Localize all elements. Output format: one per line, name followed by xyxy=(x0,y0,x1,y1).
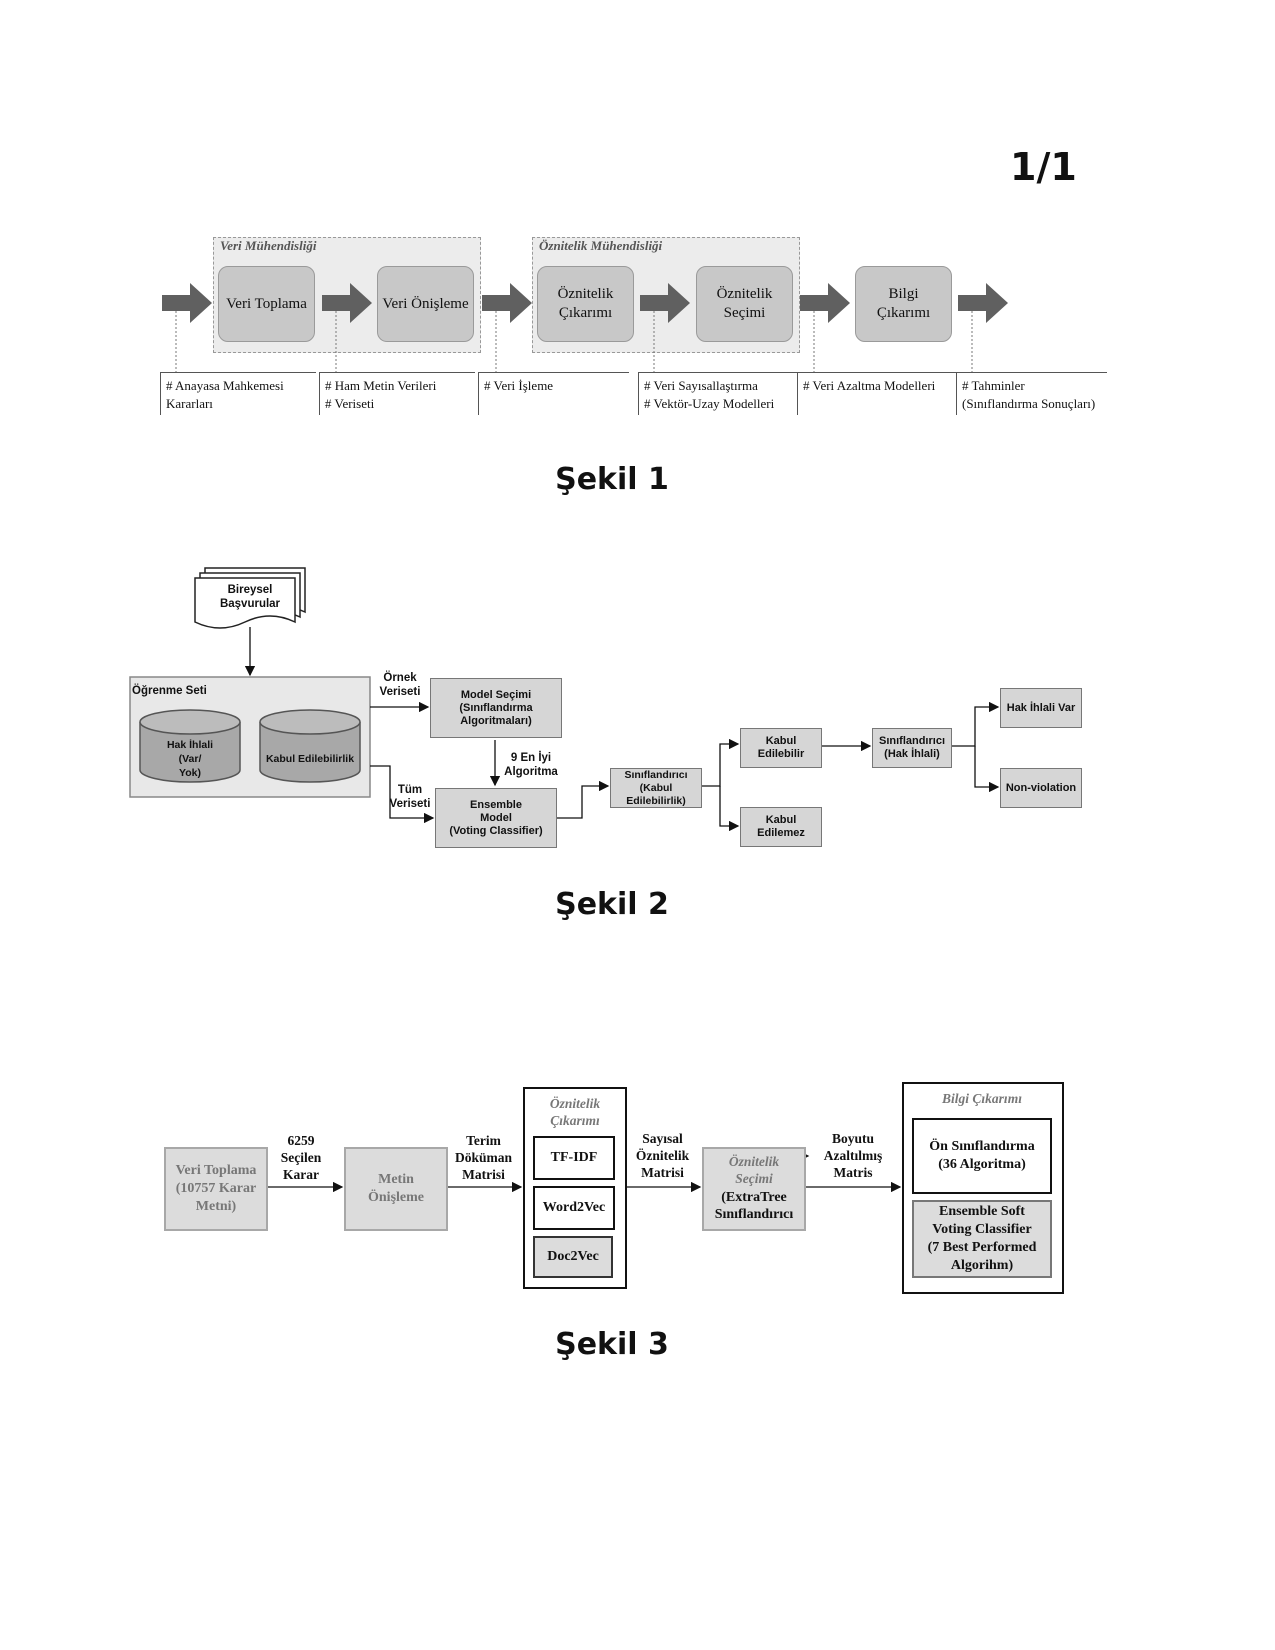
data-collection-box: Veri Toplama (10757 Karar Metni) xyxy=(164,1147,268,1231)
selected-decisions-label: 6259 Seçilen Karar xyxy=(266,1132,336,1183)
pre-classification-box: Ön Sınıflandırma (36 Algoritma) xyxy=(912,1118,1052,1194)
figure-3-caption: Şekil 3 xyxy=(462,1327,762,1362)
term-document-matrix-label: Terim Döküman Matrisi xyxy=(446,1132,521,1183)
feature-selection-title: Öznitelik Seçimi xyxy=(704,1153,804,1187)
information-extraction-title: Bilgi Çıkarımı xyxy=(904,1090,1060,1107)
reduced-matrix-label: Boyutu Azaltılmış Matris xyxy=(812,1130,894,1181)
doc2vec-box: Doc2Vec xyxy=(533,1236,613,1278)
text-preprocessing-box: Metin Önişleme xyxy=(344,1147,448,1231)
word2vec-box: Word2Vec xyxy=(533,1186,615,1230)
feature-extraction-title: Öznitelik Çıkarımı xyxy=(525,1095,625,1129)
tfidf-box: TF-IDF xyxy=(533,1136,615,1180)
numeric-feature-matrix-label: Sayısal Öznitelik Matrisi xyxy=(625,1130,700,1181)
feature-selection-body: (ExtraTree Sınıflandırıcı xyxy=(704,1189,804,1223)
ensemble-soft-voting-box: Ensemble Soft Voting Classifier (7 Best … xyxy=(912,1200,1052,1278)
